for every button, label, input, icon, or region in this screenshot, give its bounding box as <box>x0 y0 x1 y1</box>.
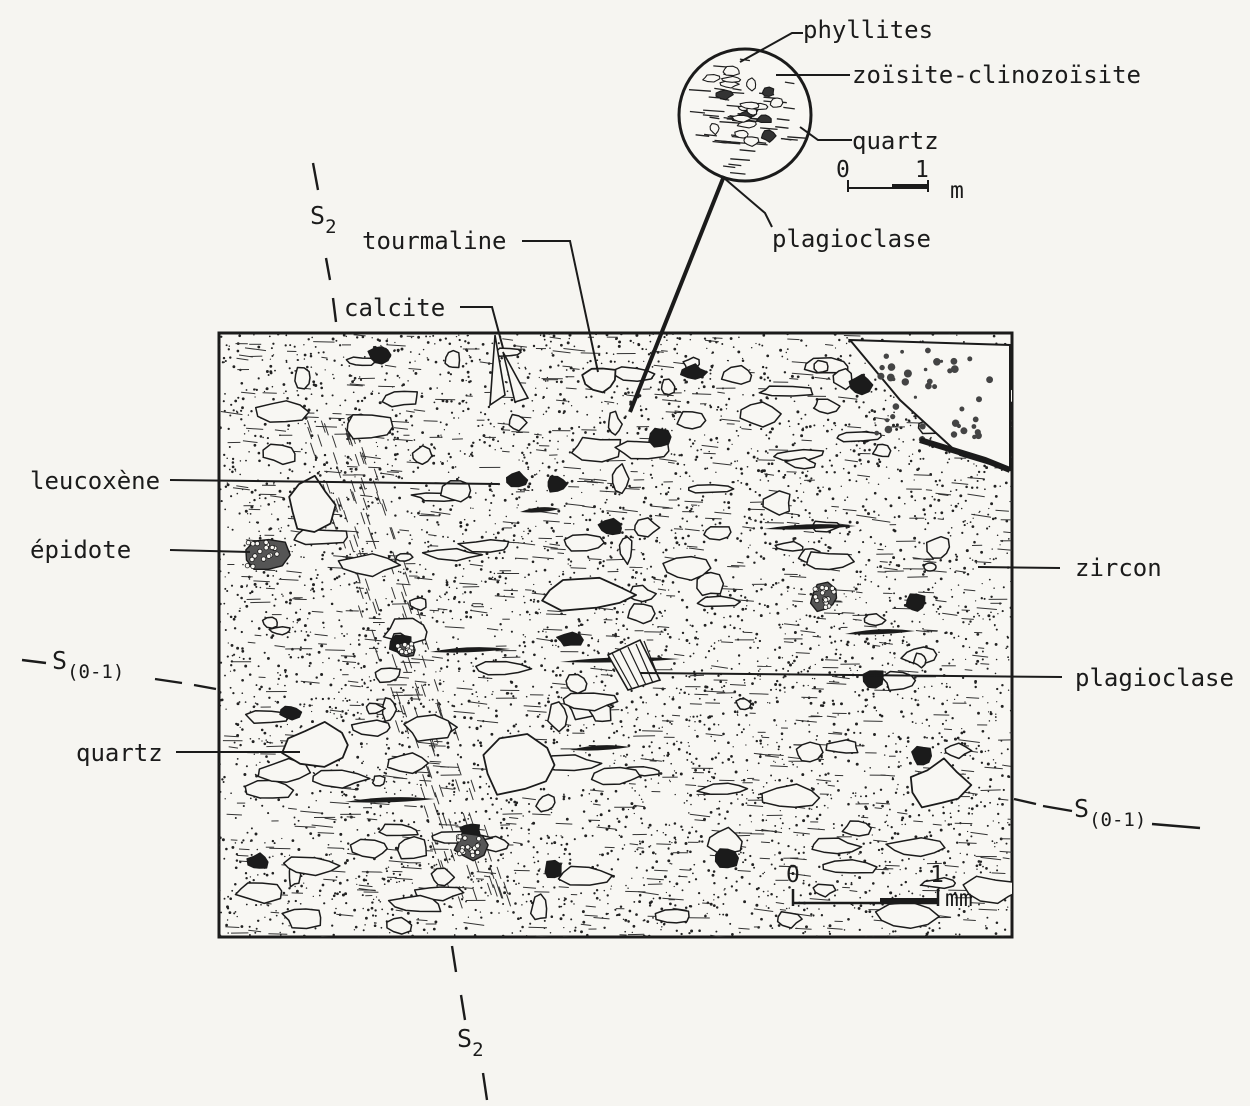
label-zoisite-clinozoisite: zoïsite-clinozoïsite <box>852 62 1141 88</box>
label-s2-bottom: S2 <box>457 1026 484 1054</box>
label-calcite: calcite <box>344 295 445 321</box>
label-leucoxene: leucoxène <box>30 468 160 494</box>
s2-subscript: 2 <box>472 1039 483 1061</box>
label-plagioclase-inset: plagioclase <box>772 226 931 252</box>
label-quartz: quartz <box>76 740 163 766</box>
main-scale-unit: mm <box>945 886 973 912</box>
label-phyllites: phyllites <box>803 17 933 43</box>
zircon-leader <box>978 567 1060 568</box>
s2-subscript: 2 <box>325 216 336 238</box>
inset-scale-unit: m <box>950 178 964 204</box>
plagioclase-inset-leader <box>724 178 772 227</box>
inset-scale-one: 1 <box>915 157 929 183</box>
s01-subscript: (0-1) <box>67 661 124 683</box>
label-s2-top: S2 <box>310 203 337 231</box>
s2-letter: S <box>457 1024 472 1053</box>
label-plagioclase: plagioclase <box>1075 665 1234 691</box>
s01-subscript: (0-1) <box>1089 809 1146 831</box>
s01-letter: S <box>1074 794 1089 823</box>
label-tourmaline: tourmaline <box>362 228 507 254</box>
label-zircon: zircon <box>1075 555 1162 581</box>
inset-scale-zero: 0 <box>836 157 850 183</box>
s2-letter: S <box>310 201 325 230</box>
label-epidote: épidote <box>30 537 131 563</box>
main-scale-zero: 0 <box>786 862 800 888</box>
label-quartz-inset: quartz <box>852 128 939 154</box>
s01-letter: S <box>52 646 67 675</box>
main-scale-one: 1 <box>930 862 944 888</box>
label-s01-right: S(0-1) <box>1074 796 1146 824</box>
label-s01-left: S(0-1) <box>52 648 124 676</box>
